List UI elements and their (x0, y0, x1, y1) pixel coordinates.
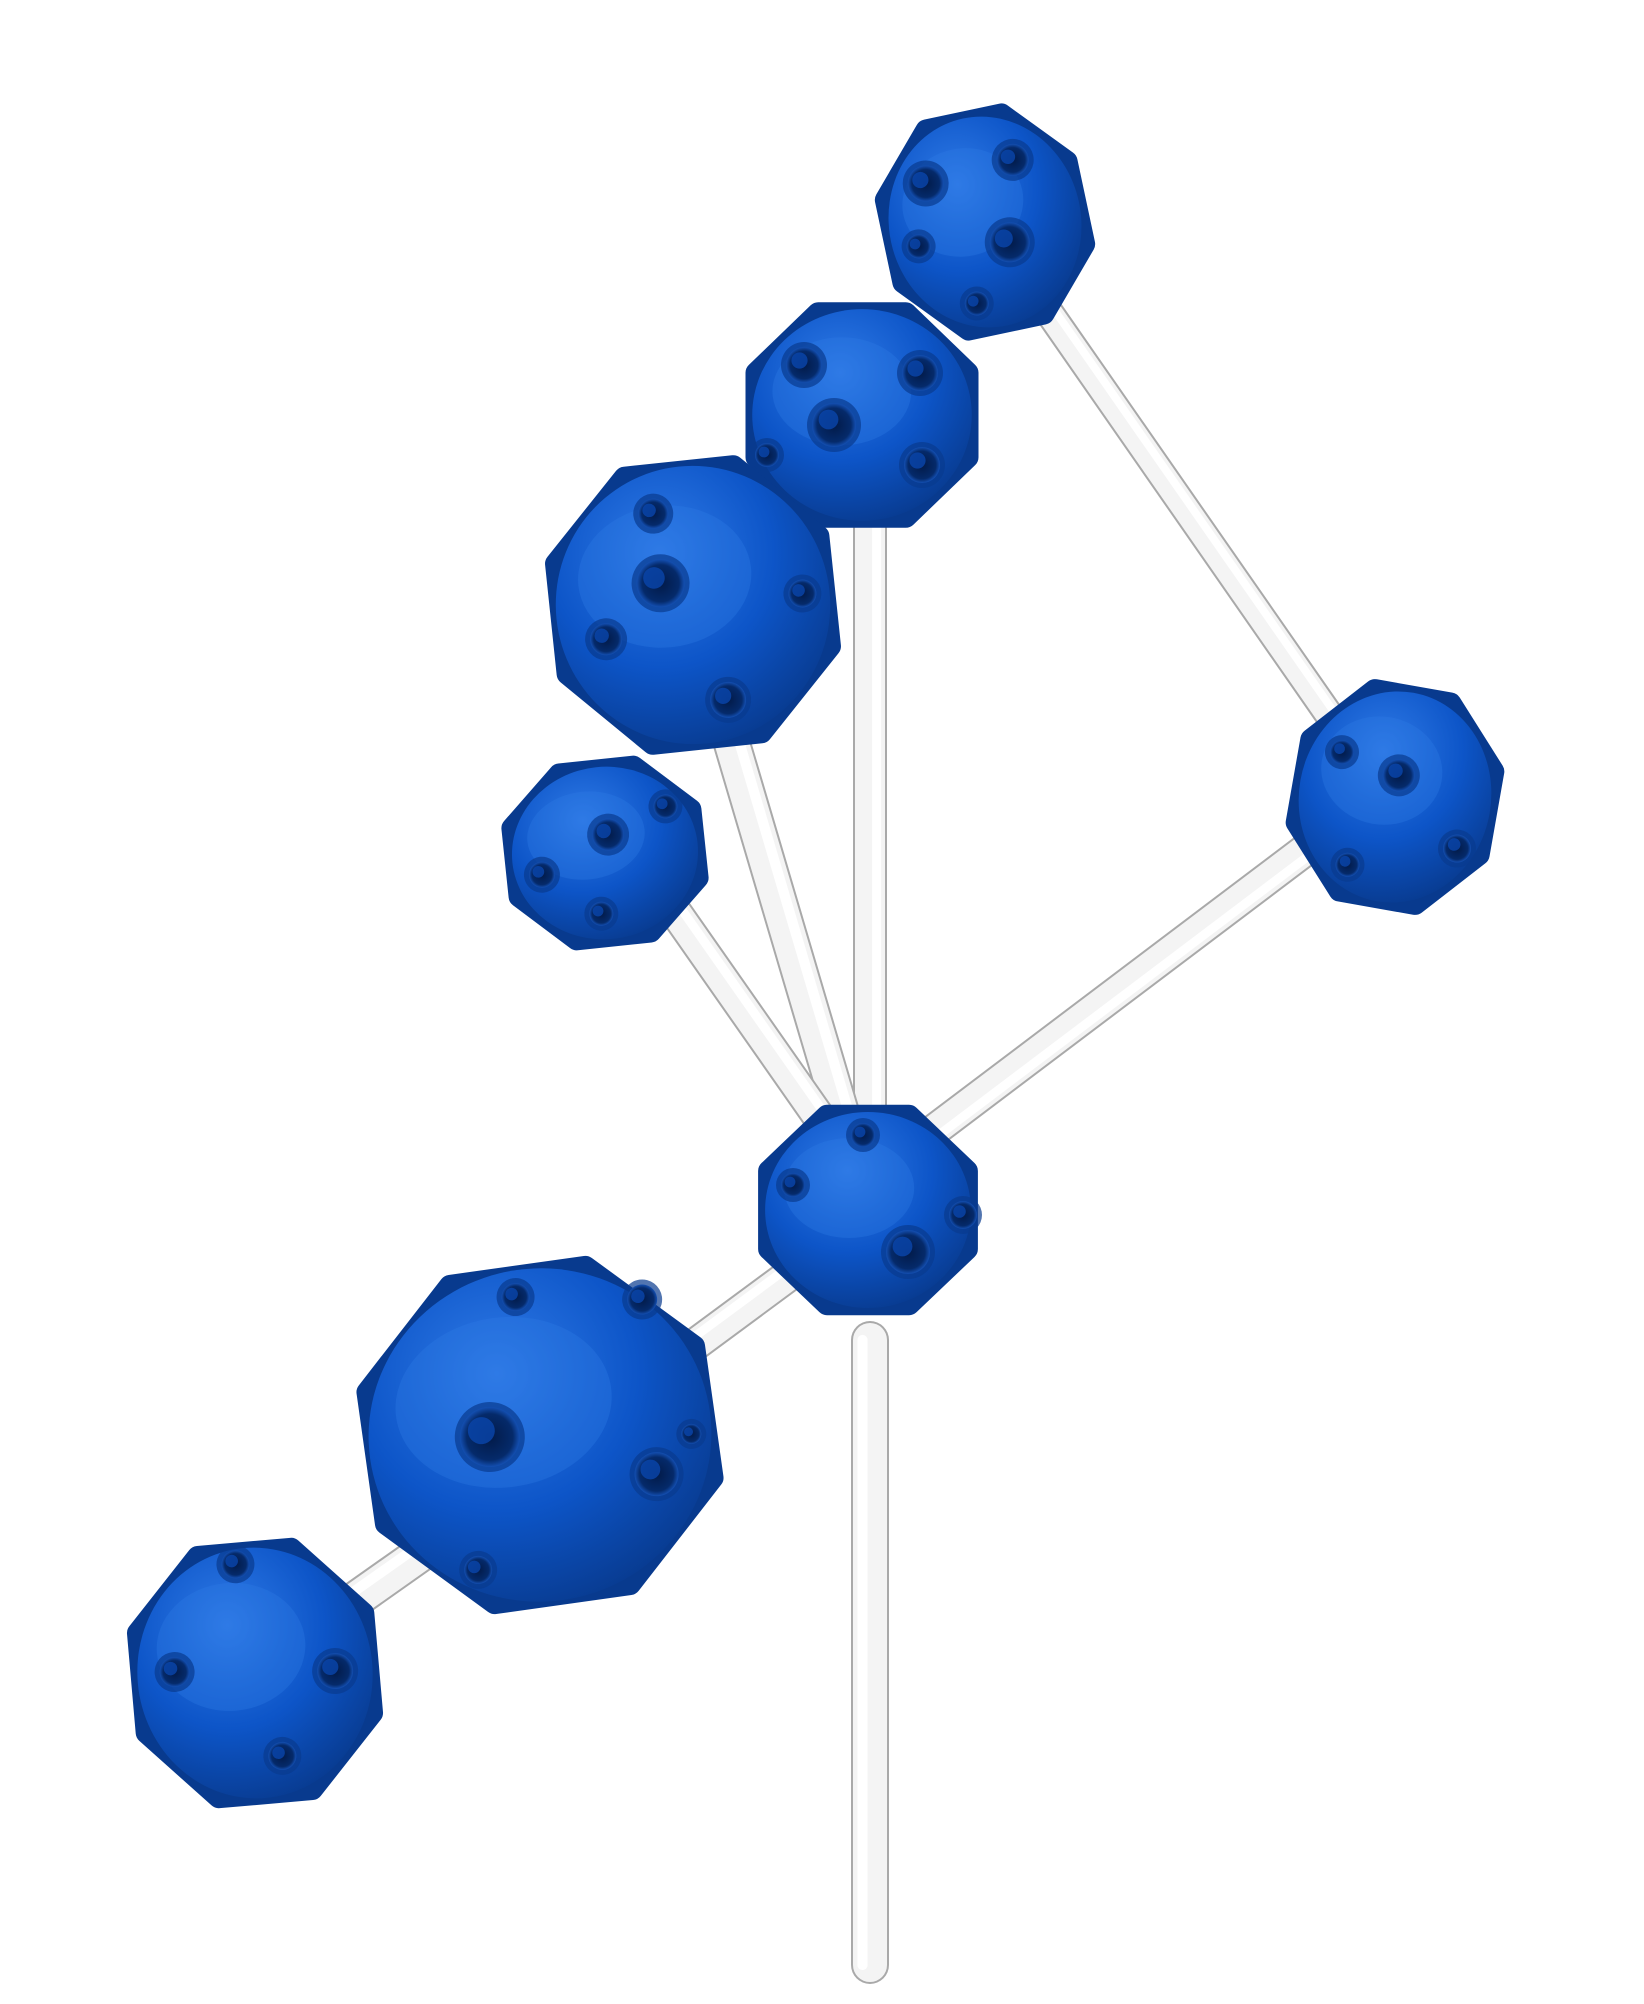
nodes-layer (126, 103, 1505, 1809)
node-hole (944, 1196, 982, 1234)
node-hole (705, 676, 752, 723)
node-hole (216, 1545, 255, 1584)
node-hole (1437, 829, 1476, 868)
node-hole (1324, 735, 1359, 770)
node-hole (781, 342, 827, 388)
node-hole (902, 160, 949, 207)
connector-node (126, 1537, 384, 1809)
node-hole (807, 398, 861, 452)
node-hole (1377, 754, 1420, 797)
connector-node (501, 755, 709, 951)
node-hole (750, 438, 784, 472)
rod (858, 803, 1362, 1192)
node-hole (523, 856, 560, 893)
node-hole (846, 1118, 880, 1152)
node-hole (676, 1418, 707, 1449)
node-hole (881, 1225, 935, 1279)
node-hole (587, 813, 630, 856)
rod (1015, 270, 1365, 760)
node-hole (1330, 847, 1365, 882)
node-hole (263, 1736, 302, 1775)
node-hole (459, 1550, 498, 1589)
node-hole (984, 217, 1035, 268)
node-hole (585, 618, 628, 661)
node-hole (959, 286, 994, 321)
node-hole (901, 229, 936, 264)
node-hole (991, 138, 1034, 181)
node-hole (631, 554, 690, 613)
node-hole (899, 442, 945, 488)
connector-node (545, 455, 841, 755)
node-hole (783, 574, 822, 613)
connector-node (1285, 679, 1505, 915)
rod (643, 873, 852, 1157)
node-hole (154, 1652, 195, 1693)
node-hole (629, 1447, 684, 1502)
node-hole (454, 1402, 525, 1473)
rod (851, 1321, 889, 1984)
node-hole (776, 1168, 810, 1202)
node-hole (584, 896, 619, 931)
node-hole (312, 1648, 359, 1695)
rod (706, 701, 874, 1179)
node-hole (648, 789, 683, 824)
node-hole (496, 1278, 535, 1317)
node-hole (897, 350, 943, 396)
node-hole (633, 493, 674, 534)
connector-node (758, 1104, 982, 1316)
connector-node (745, 302, 979, 528)
connector-node (874, 103, 1096, 341)
connector-node (356, 1255, 724, 1615)
node-hole (622, 1279, 663, 1320)
